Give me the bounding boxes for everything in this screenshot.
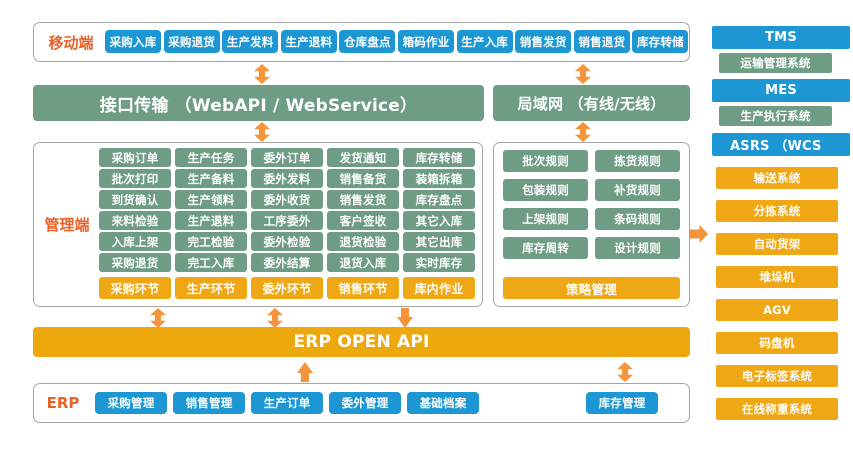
arrow-erpapi-down bbox=[397, 308, 413, 328]
mobile-item-4[interactable]: 生产退料 bbox=[280, 30, 337, 53]
rule-cell-r3-c2[interactable]: 条码规则 bbox=[595, 208, 680, 230]
arrow-mobile-to-lan bbox=[575, 64, 591, 84]
erp-item-5[interactable]: 基础档案 bbox=[407, 392, 479, 414]
management-cell-c1-r5[interactable]: 入库上架 bbox=[99, 232, 171, 251]
asrs-item-3[interactable]: 自动货架 bbox=[716, 233, 838, 255]
rail-sub-TMS[interactable]: 运输管理系统 bbox=[719, 53, 832, 73]
management-cell-c2-r1[interactable]: 生产任务 bbox=[175, 148, 247, 167]
management-cell-c4-r4[interactable]: 客户签收 bbox=[327, 211, 399, 230]
rule-cell-r4-c2[interactable]: 设计规则 bbox=[595, 237, 680, 259]
arrow-management-to-erpapi-mid bbox=[267, 308, 283, 328]
management-cell-c1-r3[interactable]: 到货确认 bbox=[99, 190, 171, 209]
mobile-item-5[interactable]: 仓库盘点 bbox=[339, 30, 396, 53]
management-cell-c3-r1[interactable]: 委外订单 bbox=[251, 148, 323, 167]
management-cell-c1-r6[interactable]: 采购退货 bbox=[99, 253, 171, 272]
management-cell-c4-r5[interactable]: 退货检验 bbox=[327, 232, 399, 251]
erp-panel-label: ERP bbox=[46, 394, 80, 412]
management-footer-2[interactable]: 生产环节 bbox=[175, 277, 247, 299]
erp-item-2[interactable]: 销售管理 bbox=[173, 392, 245, 414]
rule-cell-r1-c1[interactable]: 批次规则 bbox=[503, 150, 588, 172]
management-cell-c5-r6[interactable]: 实时库存 bbox=[403, 253, 475, 272]
asrs-item-1[interactable]: 输送系统 bbox=[716, 167, 838, 189]
management-cell-c1-r2[interactable]: 批次打印 bbox=[99, 169, 171, 188]
management-cell-c3-r3[interactable]: 委外收货 bbox=[251, 190, 323, 209]
arrow-erpapi-to-erp bbox=[617, 362, 633, 382]
mobile-item-6[interactable]: 箱码作业 bbox=[398, 30, 454, 53]
management-cell-c5-r4[interactable]: 其它入库 bbox=[403, 211, 475, 230]
arrow-lan-to-rules bbox=[575, 122, 591, 142]
management-footer-1[interactable]: 采购环节 bbox=[99, 277, 171, 299]
management-cell-c4-r6[interactable]: 退货入库 bbox=[327, 253, 399, 272]
erp-open-api-bar: ERP OPEN API bbox=[33, 327, 690, 357]
management-cell-c2-r5[interactable]: 完工检验 bbox=[175, 232, 247, 251]
management-cell-c3-r6[interactable]: 委外结算 bbox=[251, 253, 323, 272]
management-cell-c3-r4[interactable]: 工序委外 bbox=[251, 211, 323, 230]
management-cell-c1-r1[interactable]: 采购订单 bbox=[99, 148, 171, 167]
asrs-item-2[interactable]: 分拣系统 bbox=[716, 200, 838, 222]
rail-sub-MES[interactable]: 生产执行系统 bbox=[719, 106, 832, 126]
rail-head-asrs[interactable]: ASRS （WCS bbox=[712, 133, 850, 156]
mobile-item-9[interactable]: 销售退货 bbox=[573, 30, 630, 53]
mobile-item-2[interactable]: 采购退货 bbox=[163, 30, 220, 53]
management-cell-c2-r6[interactable]: 完工入库 bbox=[175, 253, 247, 272]
management-footer-4[interactable]: 销售环节 bbox=[327, 277, 399, 299]
asrs-item-5[interactable]: AGV bbox=[716, 299, 838, 321]
erp-item-1[interactable]: 采购管理 bbox=[95, 392, 167, 414]
arrow-rules-to-asrs bbox=[689, 225, 708, 243]
mobile-item-1[interactable]: 采购入库 bbox=[105, 30, 161, 53]
arrow-management-to-erpapi-left bbox=[150, 308, 166, 328]
mobile-item-7[interactable]: 生产入库 bbox=[456, 30, 513, 53]
erp-item-4[interactable]: 委外管理 bbox=[329, 392, 401, 414]
arrow-erp-up bbox=[297, 362, 313, 382]
mobile-item-10[interactable]: 库存转储 bbox=[632, 30, 689, 53]
rail-head-TMS[interactable]: TMS bbox=[712, 26, 850, 49]
erp-item-inventory[interactable]: 库存管理 bbox=[586, 392, 658, 414]
asrs-item-4[interactable]: 堆垛机 bbox=[716, 266, 838, 288]
strategy-management-footer: 策略管理 bbox=[503, 277, 680, 299]
rail-head-MES[interactable]: MES bbox=[712, 79, 850, 102]
arrow-api-to-management bbox=[254, 122, 270, 142]
lan-band: 局域网 （有线/无线） bbox=[493, 85, 690, 121]
management-footer-3[interactable]: 委外环节 bbox=[251, 277, 323, 299]
management-cell-c4-r1[interactable]: 发货通知 bbox=[327, 148, 399, 167]
rule-cell-r2-c2[interactable]: 补货规则 bbox=[595, 179, 680, 201]
rule-cell-r4-c1[interactable]: 库存周转 bbox=[503, 237, 588, 259]
asrs-item-8[interactable]: 在线称重系统 bbox=[716, 398, 838, 420]
management-cell-c5-r1[interactable]: 库存转储 bbox=[403, 148, 475, 167]
management-footer-5[interactable]: 库内作业 bbox=[403, 277, 475, 299]
management-cell-c4-r2[interactable]: 销售备货 bbox=[327, 169, 399, 188]
management-cell-c5-r2[interactable]: 装箱拆箱 bbox=[403, 169, 475, 188]
mobile-panel-label: 移动端 bbox=[48, 33, 94, 52]
management-cell-c5-r5[interactable]: 其它出库 bbox=[403, 232, 475, 251]
mobile-item-3[interactable]: 生产发料 bbox=[222, 30, 279, 53]
erp-item-3[interactable]: 生产订单 bbox=[251, 392, 323, 414]
mobile-item-8[interactable]: 销售发货 bbox=[515, 30, 572, 53]
management-cell-c3-r5[interactable]: 委外检验 bbox=[251, 232, 323, 251]
management-cell-c2-r2[interactable]: 生产备料 bbox=[175, 169, 247, 188]
management-cell-c5-r3[interactable]: 库存盘点 bbox=[403, 190, 475, 209]
asrs-item-7[interactable]: 电子标签系统 bbox=[716, 365, 838, 387]
management-cell-c2-r4[interactable]: 生产退料 bbox=[175, 211, 247, 230]
rule-cell-r3-c1[interactable]: 上架规则 bbox=[503, 208, 588, 230]
arrow-mobile-to-api bbox=[254, 64, 270, 84]
management-cell-c4-r3[interactable]: 销售发货 bbox=[327, 190, 399, 209]
management-panel-label: 管理端 bbox=[44, 216, 90, 234]
asrs-item-6[interactable]: 码盘机 bbox=[716, 332, 838, 354]
management-cell-c2-r3[interactable]: 生产领料 bbox=[175, 190, 247, 209]
management-cell-c1-r4[interactable]: 来料检验 bbox=[99, 211, 171, 230]
management-cell-c3-r2[interactable]: 委外发料 bbox=[251, 169, 323, 188]
interface-transport-band: 接口传输 （WebAPI / WebService） bbox=[33, 85, 484, 121]
rule-cell-r1-c2[interactable]: 拣货规则 bbox=[595, 150, 680, 172]
rule-cell-r2-c1[interactable]: 包装规则 bbox=[503, 179, 588, 201]
